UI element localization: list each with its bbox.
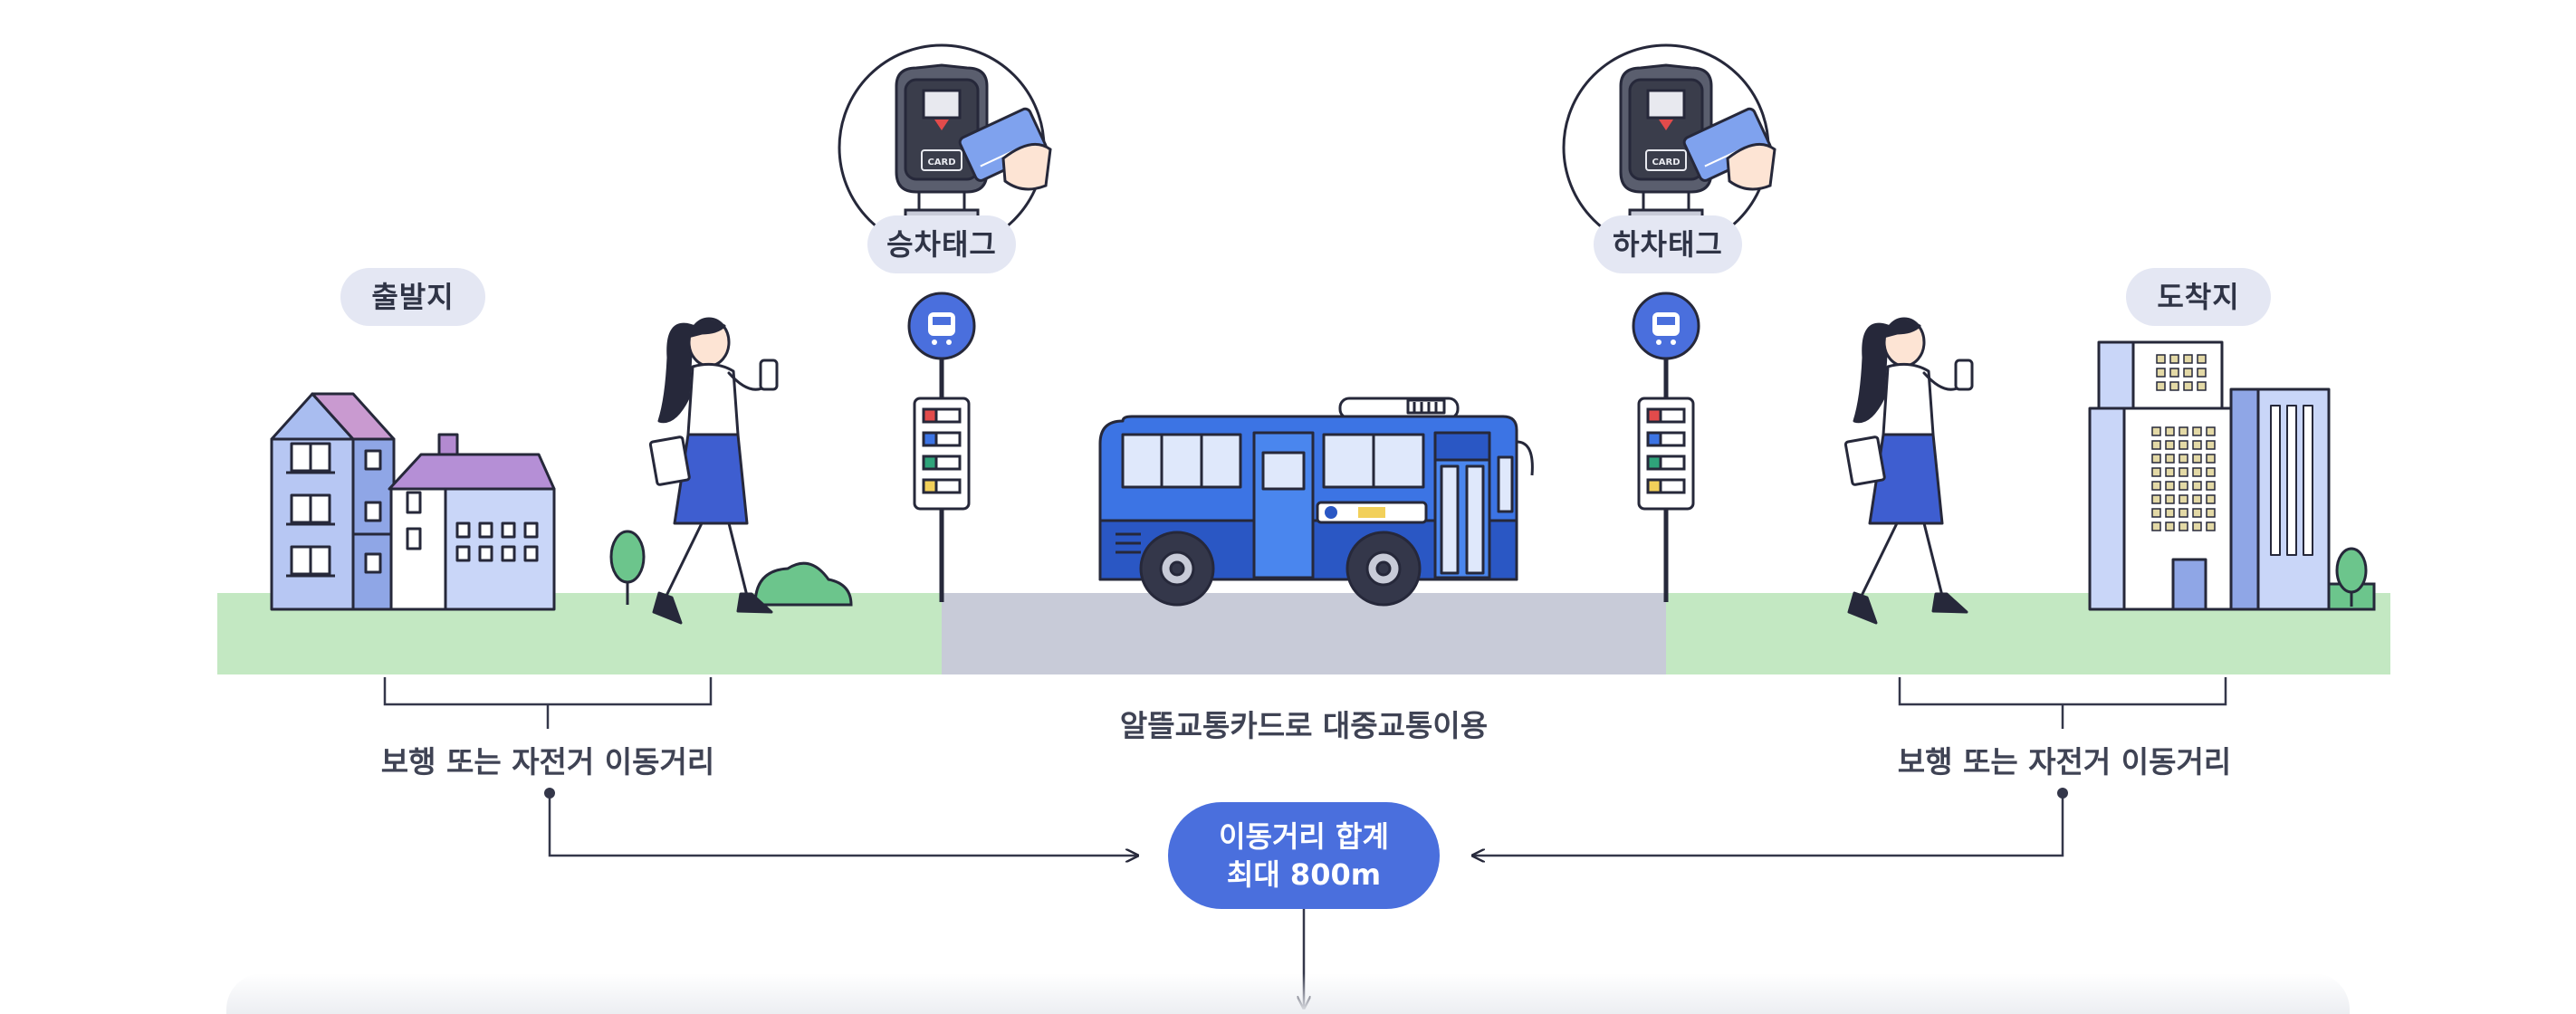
office-window xyxy=(2151,426,2161,436)
office-window xyxy=(2206,454,2216,464)
office-window xyxy=(2179,440,2188,450)
house-icon xyxy=(388,433,556,611)
office-window xyxy=(2197,381,2207,391)
office-window xyxy=(2165,508,2175,518)
office-window xyxy=(2165,440,2175,450)
office-window xyxy=(2151,521,2161,531)
office-window xyxy=(2179,467,2188,477)
office-window xyxy=(2206,521,2216,531)
office-window xyxy=(2183,368,2193,378)
office-window xyxy=(2206,481,2216,491)
office-window xyxy=(2169,354,2179,364)
card-reader-icon: CARD xyxy=(838,43,1046,252)
card-reader-label: CARD xyxy=(927,158,955,167)
office-window xyxy=(2192,426,2202,436)
card-reader-icon: CARD xyxy=(1562,43,1770,252)
office-window xyxy=(2169,368,2179,378)
office-window xyxy=(2179,494,2188,504)
office-window xyxy=(2165,521,2175,531)
office-window xyxy=(2165,481,2175,491)
office-window xyxy=(2197,368,2207,378)
office-window xyxy=(2192,494,2202,504)
office-window xyxy=(2179,508,2188,518)
office-window xyxy=(2206,426,2216,436)
ground-road xyxy=(942,593,1666,674)
office-window xyxy=(2165,494,2175,504)
office-window xyxy=(2165,426,2175,436)
distance-brackets xyxy=(383,677,2227,729)
transit-card-icon xyxy=(1682,107,1776,191)
office-window xyxy=(2151,467,2161,477)
total-distance-title: 이동거리 합계 xyxy=(1219,819,1389,854)
office-window xyxy=(2151,508,2161,518)
total-distance-badge: 이동거리 합계 최대 800m xyxy=(1168,802,1440,909)
office-window xyxy=(2169,381,2179,391)
office-window xyxy=(2192,508,2202,518)
office-window xyxy=(2156,354,2166,364)
walking-woman-icon xyxy=(648,317,779,625)
card-reader-label: CARD xyxy=(1652,158,1680,167)
office-window xyxy=(2151,454,2161,464)
office-window xyxy=(2192,467,2202,477)
walking-woman-icon xyxy=(1843,317,1974,625)
office-window xyxy=(2165,467,2175,477)
office-window xyxy=(2192,440,2202,450)
office-building-icon xyxy=(2088,340,2331,611)
alight-tag-pill: 하차태그 xyxy=(1594,215,1742,273)
destination-pill: 도착지 xyxy=(2126,268,2271,326)
office-window xyxy=(2206,440,2216,450)
bus-stop-sign-icon xyxy=(1632,292,1700,602)
tree-icon xyxy=(609,530,646,605)
office-windows xyxy=(2151,354,2216,531)
arrow-left-icon xyxy=(1474,788,2068,856)
walk-distance-left-caption: 보행 또는 자전거 이동거리 xyxy=(380,744,715,780)
office-window xyxy=(2183,381,2193,391)
office-window xyxy=(2183,354,2193,364)
office-window xyxy=(2151,440,2161,450)
board-tag-pill: 승차태그 xyxy=(867,215,1016,273)
office-window xyxy=(2192,481,2202,491)
house-icon xyxy=(270,392,396,611)
office-window xyxy=(2165,454,2175,464)
arrow-right-icon xyxy=(544,788,1136,856)
office-window xyxy=(2151,481,2161,491)
office-window xyxy=(2179,426,2188,436)
office-window xyxy=(2179,454,2188,464)
office-window xyxy=(2197,354,2207,364)
office-window xyxy=(2151,494,2161,504)
office-window xyxy=(2206,494,2216,504)
origin-pill: 출발지 xyxy=(340,268,485,326)
total-distance-value: 최대 800m xyxy=(1226,857,1382,892)
office-window xyxy=(2206,508,2216,518)
office-window xyxy=(2192,454,2202,464)
office-window xyxy=(2156,368,2166,378)
office-window xyxy=(2206,467,2216,477)
walk-distance-right-caption: 보행 또는 자전거 이동거리 xyxy=(1897,744,2232,780)
office-window xyxy=(2192,521,2202,531)
office-window xyxy=(2179,521,2188,531)
tree-icon xyxy=(2327,547,2376,611)
transit-card-icon xyxy=(958,107,1052,191)
bottom-panel-edge xyxy=(226,973,2350,1014)
bush-icon xyxy=(753,561,853,607)
bus-stop-sign-icon xyxy=(907,292,976,602)
bus-icon xyxy=(1098,397,1534,607)
transit-caption: 알뜰교통카드로 대중교통이용 xyxy=(1119,708,1489,743)
office-window xyxy=(2179,481,2188,491)
office-window xyxy=(2156,381,2166,391)
